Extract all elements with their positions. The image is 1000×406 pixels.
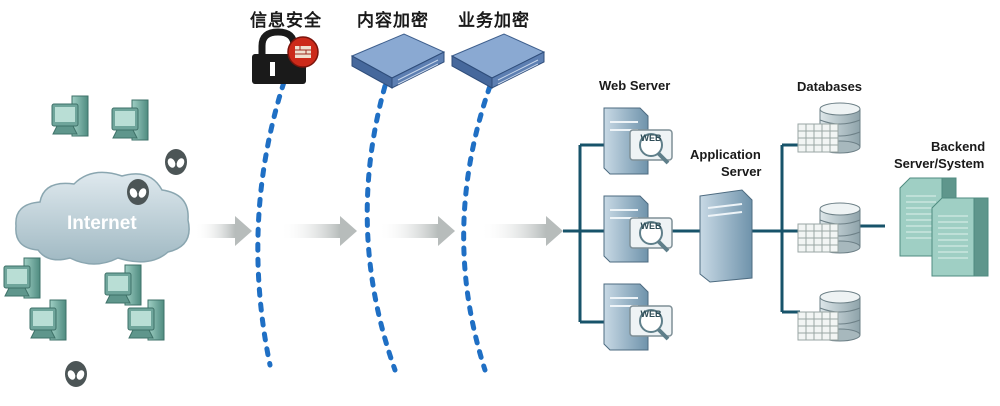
- web-badge-text: WEB: [641, 221, 662, 231]
- content-encryption-appliance-icon: [351, 33, 445, 89]
- alien-hacker-icon: [165, 149, 187, 175]
- content-encryption-label: 内容加密: [357, 11, 429, 31]
- databases-label: Databases: [797, 79, 863, 94]
- lock-firewall-icon: [252, 28, 319, 84]
- application-server-icon: [699, 189, 753, 283]
- security-boundary-line-2: [364, 83, 398, 373]
- flow-arrow-1: [195, 216, 252, 246]
- alien-hacker-icon: [127, 179, 149, 205]
- backend-system-label: Server/System: [894, 156, 985, 171]
- computer-icon: [111, 99, 149, 141]
- web-server-icon: [602, 282, 674, 352]
- infosec-label: 信息安全: [250, 11, 322, 31]
- server-label: Server: [721, 164, 762, 179]
- security-boundary-line-1: [255, 79, 287, 368]
- database-icon: [797, 290, 861, 342]
- web-badge-text: WEB: [641, 133, 662, 143]
- backend-label: Backend: [931, 139, 986, 154]
- computer-icon: [127, 299, 165, 341]
- computer-icon: [51, 95, 89, 137]
- computer-icon: [29, 299, 67, 341]
- database-icon: [797, 202, 861, 254]
- application-label: Application: [690, 147, 761, 162]
- business-encryption-appliance-icon: [451, 33, 545, 89]
- flow-arrow-2: [280, 216, 357, 246]
- web-server-label: Web Server: [599, 78, 671, 93]
- web-server-icon: [602, 106, 674, 176]
- flow-arrow-4: [480, 216, 563, 246]
- web-server-icon: [602, 194, 674, 264]
- computer-icon: [104, 264, 142, 306]
- database-icon: [797, 102, 861, 154]
- network-lines: [563, 143, 885, 324]
- business-encryption-label: 业务加密: [458, 11, 530, 31]
- internet-label: Internet: [67, 213, 137, 234]
- web-badge-text: WEB: [641, 309, 662, 319]
- computer-icon: [3, 257, 41, 299]
- backend-server-icon: [931, 197, 989, 277]
- alien-hacker-icon: [65, 361, 87, 387]
- flow-arrows: [195, 216, 563, 246]
- flow-arrow-3: [378, 216, 455, 246]
